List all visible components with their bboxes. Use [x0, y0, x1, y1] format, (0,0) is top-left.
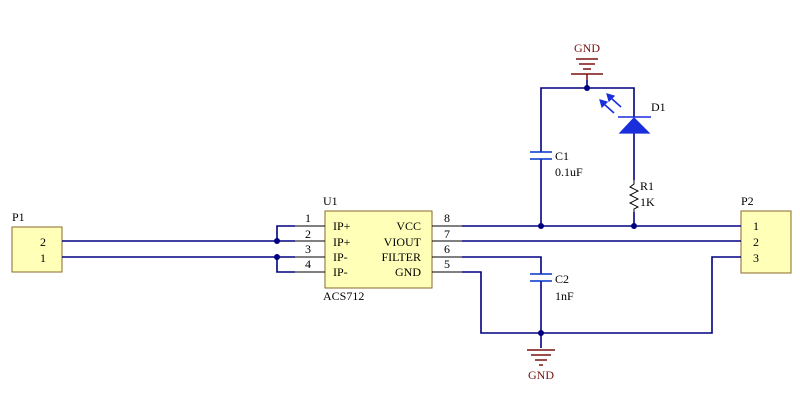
wire-top-loop — [540, 87, 635, 152]
u1-pin-2-name: IP+ — [333, 235, 351, 249]
junction-dot — [274, 254, 280, 260]
junction-dot — [538, 223, 544, 229]
u1-pin-3-name: IP- — [333, 250, 348, 264]
p2-pin-1-label: 1 — [753, 219, 759, 233]
u1-pin-2-number: 2 — [305, 227, 311, 241]
r1-designator: R1 — [640, 179, 654, 193]
u1-pin-3-number: 3 — [305, 242, 311, 256]
c2-value: 1nF — [555, 289, 574, 303]
u1-pin-7-name: VIOUT — [384, 235, 422, 249]
r1-zigzag — [628, 180, 640, 212]
led-arrow-icon — [603, 103, 615, 114]
p1-pin-2-label: 2 — [40, 235, 46, 249]
wire-gnd-net — [462, 256, 741, 334]
p1-pin-1-label: 1 — [40, 251, 46, 265]
junction-dot — [631, 223, 637, 229]
led-arrowhead — [606, 93, 616, 103]
u1-pin-5-name: GND — [395, 265, 421, 279]
d1-designator: D1 — [651, 100, 666, 114]
wires — [62, 80, 741, 348]
led-arrowhead — [599, 99, 609, 109]
led-triangle — [618, 117, 651, 134]
u1-pin-4-number: 4 — [305, 257, 311, 271]
ground-symbol-bottom: GND — [527, 349, 555, 382]
led-d1: D1 — [599, 93, 666, 134]
p2-body — [740, 210, 792, 274]
connector-p1: P1 2 1 — [11, 210, 63, 273]
wire-filter — [462, 256, 542, 274]
u1-pin-6-name: FILTER — [381, 250, 421, 264]
c1-designator: C1 — [555, 149, 569, 163]
u1-part-name: ACS712 — [323, 289, 364, 303]
capacitor-c2: C2 1nF — [530, 272, 574, 303]
u1-pin-7-number: 7 — [444, 227, 450, 241]
u1-pin-8-number: 8 — [444, 211, 450, 225]
p2-designator: P2 — [741, 194, 754, 208]
u1-designator: U1 — [323, 194, 338, 208]
u1-pin-6-number: 6 — [444, 242, 450, 256]
connector-p2: P2 1 2 3 — [740, 194, 792, 274]
u1-pin-1-number: 1 — [305, 211, 311, 225]
r1-value: 1K — [640, 195, 655, 209]
junctions — [274, 85, 637, 336]
p1-body — [11, 226, 63, 273]
p2-pin-3-label: 3 — [753, 251, 759, 265]
junction-dot — [584, 85, 590, 91]
u1-pin-4-name: IP- — [333, 265, 348, 279]
ic-u1: U1 ACS712 1 2 3 4 IP+ IP+ IP- IP- 8 7 6 … — [295, 194, 462, 303]
u1-body — [324, 210, 433, 289]
u1-pin-8-name: VCC — [396, 219, 421, 233]
junction-dot — [274, 238, 280, 244]
u1-pin-1-name: IP+ — [333, 219, 351, 233]
u1-pin-5-number: 5 — [444, 257, 450, 271]
junction-dot — [538, 330, 544, 336]
led-arrow-icon — [610, 97, 622, 108]
c1-value: 0.1uF — [555, 165, 583, 179]
wire-ip-plus — [276, 225, 295, 242]
resistor-r1: R1 1K — [628, 179, 655, 212]
p1-designator: P1 — [12, 210, 25, 224]
ground-symbol-top: GND — [571, 41, 603, 80]
gnd-bottom-label: GND — [528, 368, 554, 382]
gnd-top-label: GND — [574, 41, 600, 55]
c2-designator: C2 — [555, 272, 569, 286]
capacitor-c1: C1 0.1uF — [530, 149, 583, 179]
wire-ip-minus — [276, 256, 295, 273]
p2-pin-2-label: 2 — [753, 235, 759, 249]
